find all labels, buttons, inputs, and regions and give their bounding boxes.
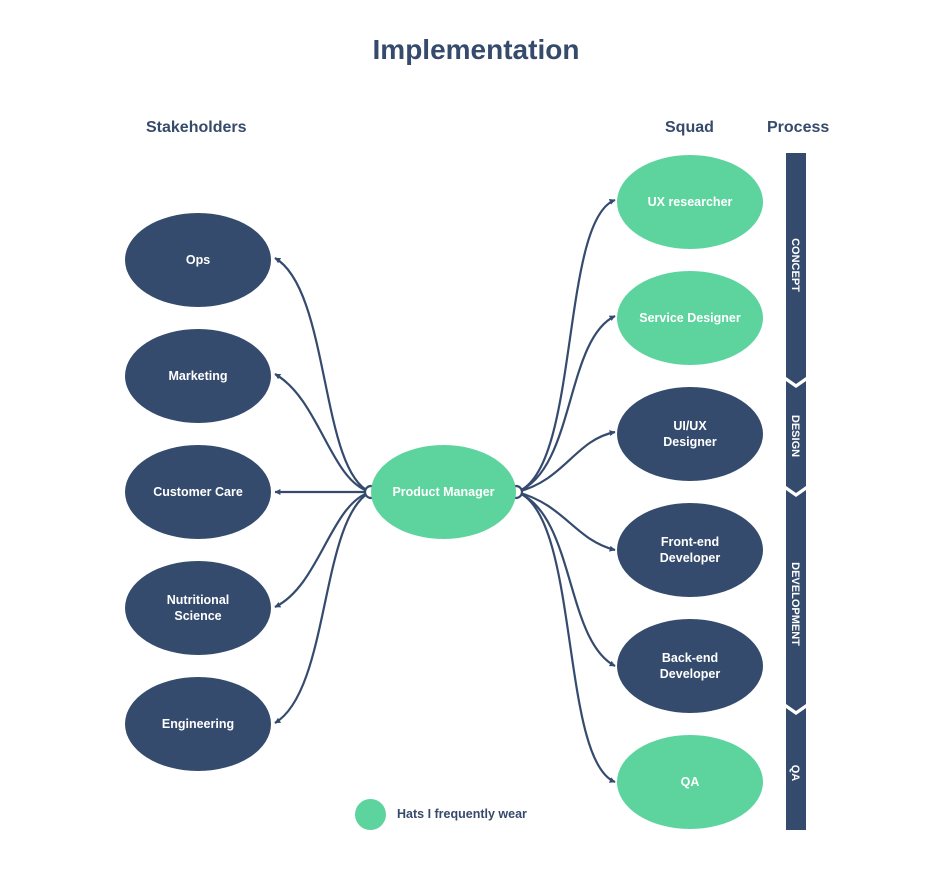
squad-back-end-developer: Back-end Developer xyxy=(617,619,763,713)
stakeholder-ops: Ops xyxy=(125,213,271,307)
squad-header: Squad xyxy=(665,119,714,136)
connector-service-designer xyxy=(516,315,616,494)
squad-service-designer: Service Designer xyxy=(617,271,763,365)
stakeholder-marketing: Marketing xyxy=(125,329,271,423)
process-bar: CONCEPT DESIGN DEVELOPMENT QA xyxy=(786,153,806,830)
squad-ui-ux-designer: UI/UX Designer xyxy=(617,387,763,481)
connector-ui-ux-designer xyxy=(516,430,616,494)
process-label-design: DESIGN xyxy=(789,415,801,457)
legend-swatch xyxy=(355,799,386,830)
stakeholders-header: Stakeholders xyxy=(146,119,247,136)
connector-marketing xyxy=(274,373,371,494)
connector-ux-researcher xyxy=(516,198,616,494)
connector-qa xyxy=(516,490,616,784)
process-segment-concept xyxy=(786,153,806,384)
process-segment-qa xyxy=(786,708,806,830)
squad-ux-researcher: UX researcher xyxy=(617,155,763,249)
connector-front-end-developer xyxy=(516,490,616,552)
process-segment-development xyxy=(786,490,806,711)
connector-engineering xyxy=(274,491,371,724)
process-label-development: DEVELOPMENT xyxy=(789,562,801,646)
stakeholder-nutritional-science: Nutritional Science xyxy=(125,561,271,655)
legend-label: Hats I frequently wear xyxy=(397,807,527,821)
process-segment-design xyxy=(786,381,806,493)
process-header: Process xyxy=(767,119,830,136)
stakeholder-customer-care: Customer Care xyxy=(125,445,271,539)
diagram-title: Implementation xyxy=(372,34,580,65)
connector-ops xyxy=(274,257,371,494)
squad-front-end-developer: Front-end Developer xyxy=(617,503,763,597)
squad-qa: QA xyxy=(617,735,763,829)
connector-back-end-developer xyxy=(516,490,616,667)
stakeholder-engineering: Engineering xyxy=(125,677,271,771)
process-label-concept: CONCEPT xyxy=(789,238,801,292)
connector-nutritional-science xyxy=(274,490,371,608)
process-label-qa: QA xyxy=(789,765,801,782)
product-manager-node: Product Manager xyxy=(371,445,516,539)
